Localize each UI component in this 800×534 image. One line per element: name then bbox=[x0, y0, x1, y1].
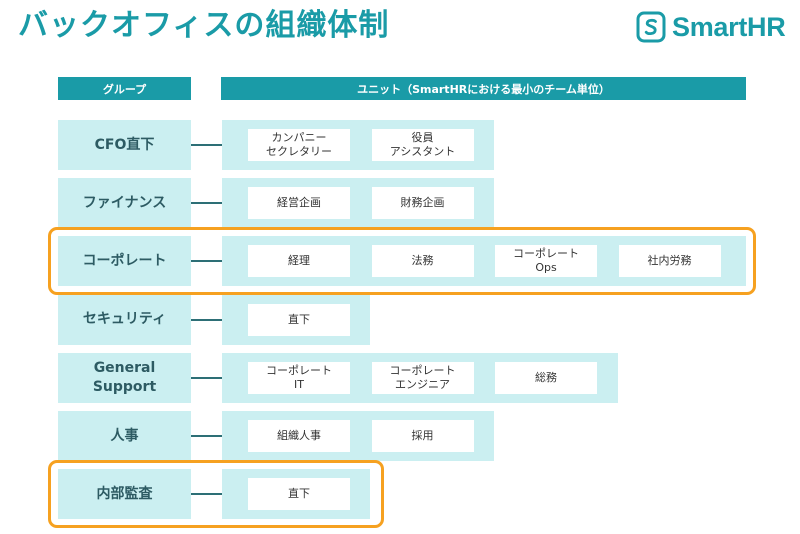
connector-line bbox=[191, 202, 222, 205]
connector-line bbox=[191, 435, 222, 437]
unit-area: 直下 bbox=[222, 294, 370, 345]
unit-box: 経営企画 bbox=[248, 187, 350, 220]
group-box: 人事 bbox=[58, 411, 191, 461]
unit-area: コーポレート IT コーポレート エンジニア総務 bbox=[222, 352, 618, 403]
highlight-frame bbox=[48, 227, 756, 296]
unit-area: カンパニー セクレタリー役員 アシスタント bbox=[222, 120, 494, 170]
unit-column-header: ユニット（SmartHRにおける最小のチーム単位） bbox=[221, 77, 746, 100]
connector-line bbox=[191, 260, 222, 263]
unit-area: 経理法務コーポレート Ops 社内労務 bbox=[222, 236, 746, 287]
unit-box: 組織人事 bbox=[248, 420, 350, 452]
connector-line bbox=[191, 318, 222, 321]
unit-box: 法務 bbox=[371, 245, 474, 278]
unit-area: 直下 bbox=[222, 469, 370, 520]
unit-box: コーポレート IT bbox=[248, 361, 350, 394]
highlight-frame bbox=[48, 460, 384, 529]
connector-line bbox=[191, 376, 222, 379]
unit-box: 直下 bbox=[248, 303, 350, 336]
group-box: General Support bbox=[58, 352, 191, 403]
unit-box: 採用 bbox=[371, 420, 474, 452]
logo: SmartHR bbox=[636, 10, 786, 44]
unit-box: 直下 bbox=[248, 478, 350, 511]
unit-box: 社内労務 bbox=[618, 245, 721, 278]
group-box: コーポレート bbox=[58, 236, 191, 287]
page-title: バックオフィスの組織体制 bbox=[18, 8, 390, 43]
unit-area: 経営企画財務企画 bbox=[222, 178, 494, 229]
logo-text: SmartHR bbox=[672, 12, 786, 42]
unit-box: 役員 アシスタント bbox=[371, 129, 474, 161]
smarthr-logo-icon bbox=[636, 11, 666, 43]
unit-box: コーポレート Ops bbox=[495, 245, 597, 278]
unit-box: コーポレート エンジニア bbox=[371, 361, 474, 394]
unit-box: 経理 bbox=[248, 245, 350, 278]
unit-box: カンパニー セクレタリー bbox=[248, 129, 350, 161]
connector-line bbox=[191, 144, 222, 146]
unit-box: 財務企画 bbox=[371, 187, 474, 220]
group-box: CFO直下 bbox=[58, 120, 191, 170]
group-column-header: グループ bbox=[58, 77, 191, 100]
unit-area: 組織人事採用 bbox=[222, 411, 494, 461]
group-box: ファイナンス bbox=[58, 178, 191, 229]
group-box: セキュリティ bbox=[58, 294, 191, 345]
connector-line bbox=[191, 493, 222, 496]
unit-box: 総務 bbox=[495, 361, 597, 394]
group-box: 内部監査 bbox=[58, 469, 191, 520]
